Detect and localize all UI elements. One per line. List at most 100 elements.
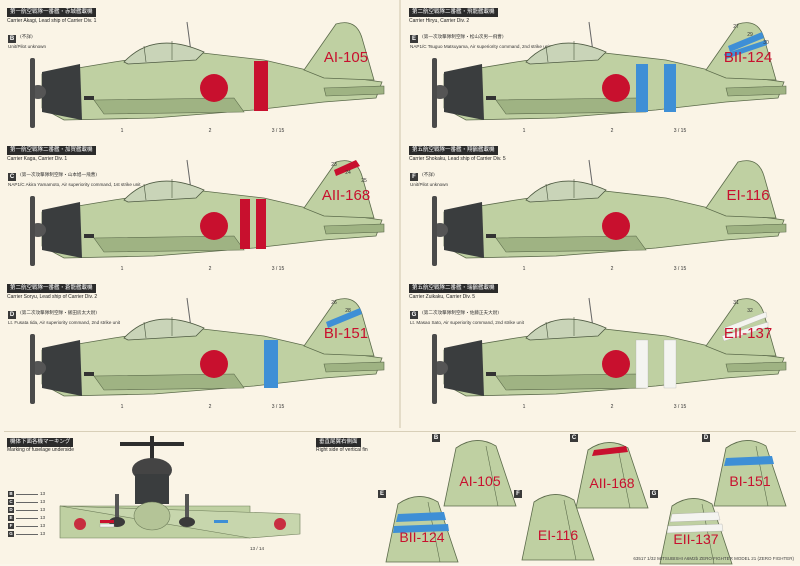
fin-code: EI-116 bbox=[538, 527, 578, 543]
underside-letter: B bbox=[8, 491, 14, 497]
callout-number: 25 bbox=[361, 178, 367, 184]
panel-header: 第一航空戦隊二番艦・加賀艦載機 bbox=[7, 146, 96, 155]
underside-letter: E bbox=[8, 515, 14, 521]
callout-number: 1 bbox=[121, 266, 124, 272]
callout-number: 3 / 15 bbox=[674, 404, 687, 410]
callout-number: 3 / 15 bbox=[674, 128, 687, 134]
underside-letter: F bbox=[8, 523, 14, 529]
panel-letter: D bbox=[8, 311, 16, 319]
panel-letter: E bbox=[410, 35, 418, 43]
fuselage-band bbox=[264, 340, 278, 388]
fin-stripe bbox=[396, 512, 446, 522]
panel-subtitle: Carrier Akagi, Lead ship of Carrier Div.… bbox=[7, 18, 97, 24]
unit-japanese: (第一次攻撃隊制空隊・松山次男一飛曹) bbox=[422, 35, 504, 40]
panel-subtitle: Carrier Shokaku, Lead ship of Carrier Di… bbox=[409, 156, 506, 162]
callout-number: 24 bbox=[345, 170, 351, 176]
callout-number: 3 / 15 bbox=[272, 266, 285, 272]
underside-letter: G bbox=[8, 531, 14, 537]
bottom-section bbox=[4, 431, 796, 560]
callout-number: 1 bbox=[121, 404, 124, 410]
tail-fin-view: AII-168 bbox=[575, 442, 649, 509]
fuselage-band bbox=[663, 339, 677, 389]
tail-fin-view: AI-105 bbox=[443, 440, 517, 507]
callout-number: 1 bbox=[523, 404, 526, 410]
tail-letter: B bbox=[432, 434, 440, 442]
panel-header: 第五航空戦隊二番艦・瑞鶴艦載機 bbox=[409, 284, 498, 293]
cowling bbox=[444, 64, 484, 120]
tail-fin-view: EI-116 bbox=[521, 494, 595, 561]
page-fold bbox=[399, 0, 401, 428]
leader-line bbox=[16, 526, 38, 527]
cowling bbox=[42, 64, 82, 120]
unit-english: Unit/Pilot unknown bbox=[410, 182, 449, 187]
tail-letter: D bbox=[702, 434, 710, 442]
hinomaru bbox=[602, 212, 630, 240]
hinomaru bbox=[602, 350, 630, 378]
cowling bbox=[42, 202, 82, 258]
panel-subtitle: Carrier Kaga, Carrier Div. 1 bbox=[7, 156, 68, 162]
tail-code: EI-116 bbox=[726, 187, 769, 204]
panel-letter: B bbox=[8, 35, 16, 43]
callout-number: 2 bbox=[209, 128, 212, 134]
propeller bbox=[30, 58, 35, 128]
tail-code: EII-137 bbox=[724, 325, 772, 342]
callout-number: 2 bbox=[209, 404, 212, 410]
callout-number: 1 bbox=[523, 128, 526, 134]
tail-code: AII-168 bbox=[322, 187, 370, 204]
callout-number: 2 bbox=[209, 266, 212, 272]
propeller bbox=[432, 58, 437, 128]
callout-number: 29 bbox=[747, 32, 753, 38]
fuselage-band bbox=[254, 61, 268, 111]
underside-callout: 13 bbox=[40, 507, 46, 512]
cowling bbox=[444, 340, 484, 396]
callout-number: 32 bbox=[747, 308, 753, 314]
panel-subtitle: Carrier Hiryu, Carrier Div. 2 bbox=[409, 18, 470, 24]
tail-stripe bbox=[724, 40, 767, 59]
underside-callout: 13 bbox=[40, 515, 46, 520]
tail-fin bbox=[705, 160, 777, 219]
panel-header: 第二航空戦隊一番艦・蒼龍艦載機 bbox=[7, 284, 96, 293]
leader-line bbox=[16, 534, 38, 535]
cowling bbox=[444, 202, 484, 258]
tail-fin-view: BII-124 bbox=[385, 496, 459, 563]
unit-english: NAP1/C Akira Yamamoto, Air superiority c… bbox=[8, 182, 141, 187]
tail-code: BI-151 bbox=[324, 325, 368, 342]
fin-code: BII-124 bbox=[399, 529, 444, 545]
underside-subtitle: Marking of fuselage underside bbox=[7, 447, 74, 453]
underside-letter: D bbox=[8, 507, 14, 513]
tail-stripe bbox=[728, 32, 764, 52]
unit-english: Lt. Fusata Iida, Air superiority command… bbox=[8, 320, 121, 325]
underside-callout-right: 13 / 14 bbox=[250, 546, 265, 551]
unit-english: Unit/Pilot unknown bbox=[8, 44, 47, 49]
fin-stripe bbox=[592, 446, 628, 456]
callout-number: 2 bbox=[611, 266, 614, 272]
callout-number: 26 bbox=[331, 300, 337, 306]
fin-shape bbox=[521, 494, 595, 561]
panel-letter: G bbox=[410, 311, 418, 319]
fin-code: EII-137 bbox=[673, 531, 718, 547]
fin-stripe bbox=[724, 456, 774, 466]
fin-shape bbox=[443, 440, 517, 507]
tail-fin bbox=[303, 22, 375, 81]
fin-shape bbox=[575, 442, 649, 509]
panel-header: 第五航空戦隊一番艦・翔鶴艦載機 bbox=[409, 146, 498, 155]
fin-code: AII-168 bbox=[589, 475, 634, 491]
panel-header: 第一航空戦隊一番艦・赤城艦載機 bbox=[7, 8, 96, 17]
panel-letter: F bbox=[410, 173, 418, 181]
callout-number: 30 bbox=[763, 40, 769, 46]
underside-view bbox=[59, 436, 301, 539]
leader-line bbox=[16, 510, 38, 511]
hinomaru bbox=[602, 74, 630, 102]
underside-callout: 13 bbox=[40, 491, 46, 496]
tails-header: 垂直尾翼右側面 bbox=[316, 438, 361, 447]
fin-stripe bbox=[393, 524, 449, 533]
panel-header: 第二航空戦隊二番艦・飛龍艦載機 bbox=[409, 8, 498, 17]
fuselage-band bbox=[635, 339, 649, 389]
fuselage-band bbox=[636, 64, 648, 112]
